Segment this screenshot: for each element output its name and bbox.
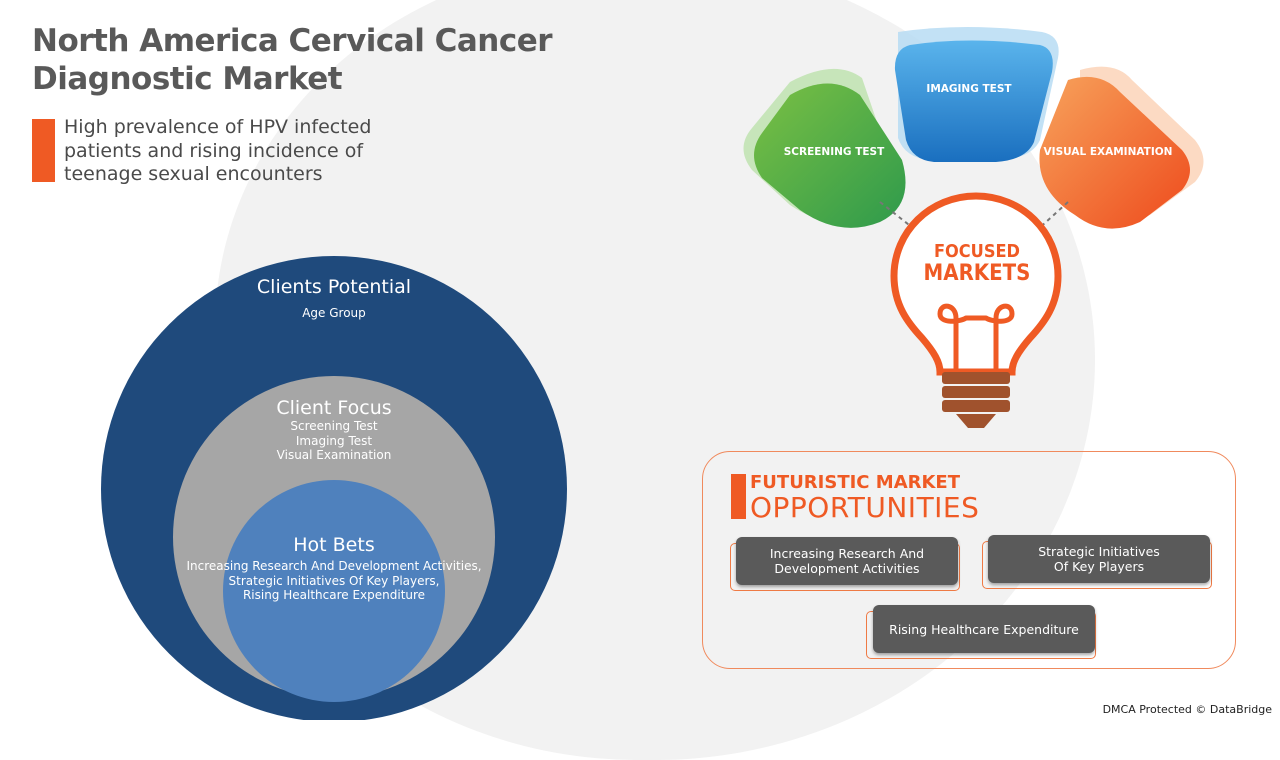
visual-examination-label: VISUAL EXAMINATION	[1043, 146, 1173, 158]
footer-credit: DMCA Protected © DataBridge	[1102, 703, 1272, 716]
bulb-tip	[956, 414, 996, 428]
opportunity-card: Rising Healthcare Expenditure	[873, 605, 1095, 653]
circles-diagram	[101, 256, 567, 720]
bulb-base	[942, 386, 1010, 398]
inner-circle-item: Rising Healthcare Expenditure	[242, 588, 426, 602]
middle-circle-item: Screening Test	[290, 419, 378, 433]
bulb-base	[942, 372, 1010, 384]
subtitle-line-1: High prevalence of HPV infected	[64, 116, 372, 138]
screening-test-segment	[754, 83, 906, 228]
opportunity-card-line: Strategic Initiatives	[1038, 544, 1160, 559]
imaging-test-segment	[894, 40, 1053, 162]
title-line-2: Diagnostic Market	[32, 61, 343, 97]
futuristic-accent-bar	[731, 474, 746, 519]
middle-circle-heading: Client Focus	[276, 397, 392, 419]
inner-circle-item: Increasing Research And Development Acti…	[186, 559, 482, 573]
subtitle: High prevalence of HPV infected patients…	[64, 116, 404, 187]
outer-circle-text: Clients Potential Age Group	[184, 276, 484, 321]
middle-circle-items: Screening Test Imaging Test Visual Exami…	[204, 419, 464, 463]
visual-examination-segment	[1039, 76, 1190, 229]
bulb-base	[942, 400, 1010, 412]
bulb-filament	[937, 303, 1015, 375]
outer-circle-item: Age Group	[302, 306, 366, 320]
focused-markets-line-1: FOCUSED	[933, 241, 1021, 262]
screening-test-label: SCREENING TEST	[783, 146, 885, 158]
page-title: North America Cervical Cancer Diagnostic…	[32, 22, 592, 98]
futuristic-title-line-1: FUTURISTIC MARKET	[750, 472, 961, 493]
inner-circle-heading: Hot Bets	[293, 534, 375, 556]
outer-circle-items: Age Group	[184, 306, 484, 321]
light-bulb-icon	[743, 27, 1204, 428]
futuristic-title-line-2: OPPORTUNITIES	[750, 491, 980, 524]
middle-circle-item: Visual Examination	[276, 448, 392, 462]
inner-circle-item: Strategic Initiatives Of Key Players,	[228, 573, 440, 588]
opportunity-card: Strategic Initiatives Of Key Players	[988, 535, 1210, 583]
futuristic-opportunities-panel	[702, 451, 1236, 669]
subtitle-line-3: teenage sexual encounters	[64, 163, 323, 185]
inner-circle-text: Hot Bets Increasing Research And Develop…	[164, 534, 504, 603]
focused-markets-line-2: MARKETS	[923, 261, 1031, 286]
middle-circle-item: Imaging Test	[295, 433, 373, 448]
opportunity-card-line: Development Activities	[774, 561, 920, 576]
title-line-1: North America Cervical Cancer	[32, 23, 553, 59]
middle-circle-text: Client Focus Screening Test Imaging Test…	[204, 397, 464, 463]
focused-markets-label: FOCUSED MARKETS	[912, 242, 1042, 286]
opportunity-card-line: Rising Healthcare Expenditure	[889, 621, 1079, 637]
imaging-test-label: IMAGING TEST	[926, 83, 1012, 95]
inner-circle-items: Increasing Research And Development Acti…	[164, 559, 504, 603]
outer-circle-heading: Clients Potential	[256, 276, 412, 298]
subtitle-line-2: patients and rising incidence of	[64, 139, 364, 162]
futuristic-title: FUTURISTIC MARKET OPPORTUNITIES	[750, 472, 979, 522]
inner-circle	[223, 480, 445, 702]
opportunity-card: Increasing Research And Development Acti…	[736, 537, 958, 585]
subtitle-accent-bar	[32, 119, 55, 182]
opportunity-card-line: Of Key Players	[1053, 559, 1145, 574]
opportunity-card-line: Increasing Research And	[769, 546, 925, 561]
